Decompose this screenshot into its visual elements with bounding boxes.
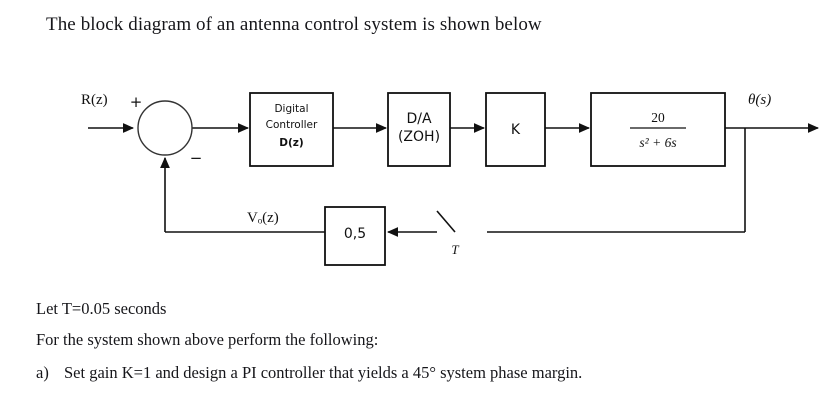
da-label-line2: (ZOH)	[398, 129, 440, 145]
plant-numerator: 20	[651, 110, 665, 125]
plant-denominator: s² + 6s	[639, 135, 676, 150]
controller-label-line1: Digital	[274, 103, 308, 115]
controller-label-line2: Controller	[266, 119, 318, 131]
controller-label-line3: D(z)	[279, 137, 303, 149]
block-diagram: + − Digital Controller D(z) D/A (ZOH) K …	[81, 92, 820, 266]
block-feedback-gain	[324, 206, 386, 266]
input-signal-label: R(z)	[81, 92, 108, 108]
let-statement: Let T=0.05 seconds	[36, 299, 167, 318]
gain-k-label: K	[511, 122, 521, 138]
feedback-gain-label: 0,5	[344, 226, 366, 242]
summing-junction	[137, 100, 193, 156]
output-signal-label: θ(s)	[748, 92, 771, 108]
block-da-zoh	[387, 92, 451, 167]
page-title: The block diagram of an antenna control …	[46, 14, 542, 35]
feedback-signal-label: Vₒ(z)	[247, 210, 279, 226]
da-label-line1: D/A	[406, 111, 431, 127]
item-a-text: Set gain K=1 and design a PI controller …	[64, 363, 583, 382]
sampler-switch-blade	[436, 210, 456, 233]
block-gain-k	[485, 92, 546, 167]
sum-minus-sign: −	[190, 149, 203, 167]
item-a-marker: a)	[36, 363, 49, 382]
sum-plus-sign: +	[130, 93, 143, 111]
instruction-statement: For the system shown above perform the f…	[36, 330, 379, 349]
block-digital-controller	[249, 92, 334, 167]
sampler-period-label: T	[451, 242, 459, 257]
block-plant	[590, 92, 726, 167]
